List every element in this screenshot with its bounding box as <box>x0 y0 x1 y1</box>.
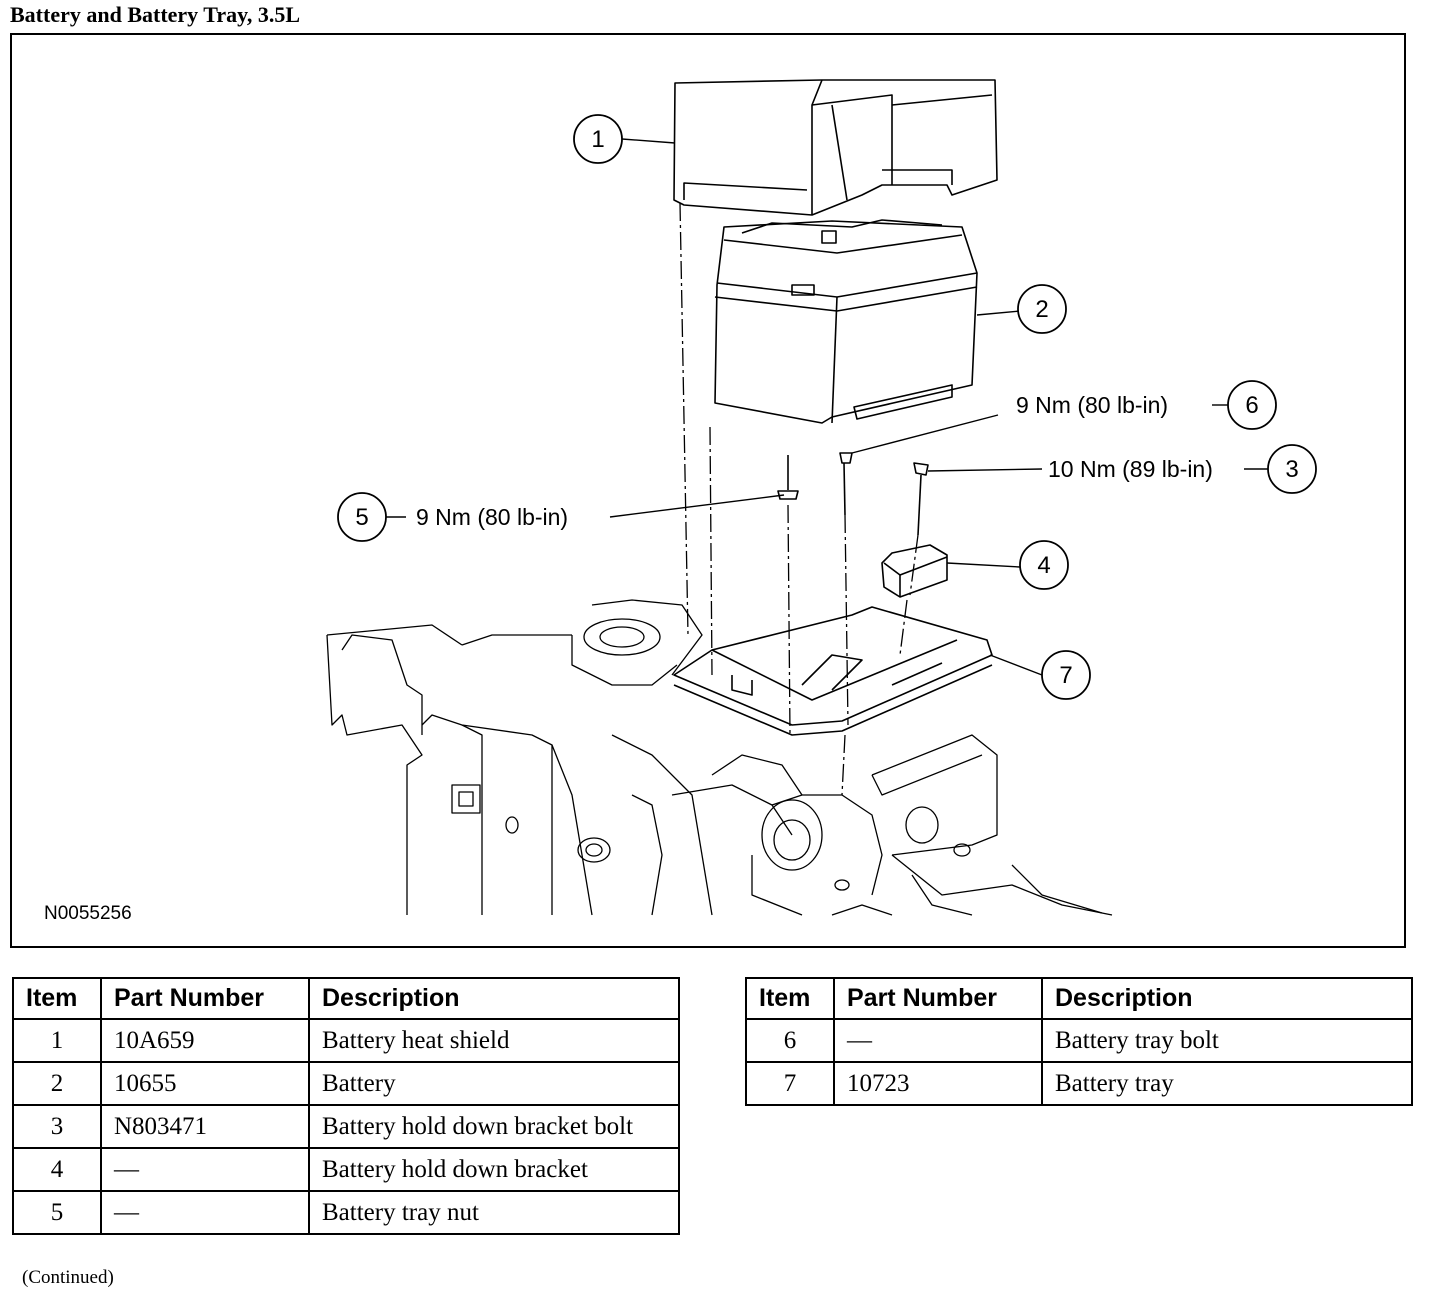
svg-text:1: 1 <box>591 126 604 153</box>
header-part-number: Part Number <box>833 977 1043 1020</box>
header-description: Description <box>308 977 680 1020</box>
item-cell: 5 <box>12 1190 102 1235</box>
callout-1: 1 <box>573 114 623 164</box>
item-cell: 3 <box>12 1104 102 1149</box>
part-number-cell: — <box>100 1147 310 1192</box>
part-number-cell: — <box>833 1018 1043 1063</box>
description-cell: Battery heat shield <box>308 1018 680 1063</box>
description-cell: Battery hold down bracket bolt <box>308 1104 680 1149</box>
header-part-number: Part Number <box>100 977 310 1020</box>
alignment-lines <box>679 202 919 796</box>
item-cell: 4 <box>12 1147 102 1192</box>
parts-table-right: Item Part Number Description 6 — Battery… <box>745 977 1413 1106</box>
svg-text:7: 7 <box>1059 662 1072 689</box>
part-number-cell: N803471 <box>100 1104 310 1149</box>
item-cell: 6 <box>745 1018 835 1063</box>
battery-drawing <box>714 219 978 424</box>
description-cell: Battery tray <box>1041 1061 1413 1106</box>
table-row: 1 10A659 Battery heat shield <box>12 1018 680 1063</box>
svg-text:2: 2 <box>1035 296 1048 323</box>
svg-text:4: 4 <box>1037 552 1050 579</box>
svg-text:5: 5 <box>355 504 368 531</box>
parts-table-left: Item Part Number Description 1 10A659 Ba… <box>12 977 680 1235</box>
callout-2: 2 <box>1017 284 1067 334</box>
table-header-row: Item Part Number Description <box>12 977 680 1020</box>
description-cell: Battery tray bolt <box>1041 1018 1413 1063</box>
table-row: 4 — Battery hold down bracket <box>12 1147 680 1192</box>
callout-5-torque: 9 Nm (80 lb-in) <box>416 504 568 530</box>
callout-3: 3 10 Nm (89 lb-in) <box>1048 444 1317 494</box>
part-number-cell: 10A659 <box>100 1018 310 1063</box>
item-cell: 7 <box>745 1061 835 1106</box>
table-header-row: Item Part Number Description <box>745 977 1413 1020</box>
part-number-cell: 10655 <box>100 1061 310 1106</box>
hold-down-bracket-drawing <box>881 544 948 598</box>
table-row: 6 — Battery tray bolt <box>745 1018 1413 1063</box>
header-item: Item <box>12 977 102 1020</box>
svg-text:3: 3 <box>1285 456 1298 483</box>
callout-7: 7 <box>1041 650 1091 700</box>
callout-6: 6 9 Nm (80 lb-in) <box>1016 380 1277 430</box>
table-row: 7 10723 Battery tray <box>745 1061 1413 1106</box>
table-row: 5 — Battery tray nut <box>12 1190 680 1235</box>
figure-id: N0055256 <box>44 903 132 924</box>
tray-nut-drawing <box>777 455 799 500</box>
header-description: Description <box>1041 977 1413 1020</box>
battery-heat-shield-drawing <box>673 79 998 216</box>
callout-leaders <box>386 138 1268 676</box>
continued-note: (Continued) <box>22 1267 114 1288</box>
callout-4: 4 <box>1019 540 1069 590</box>
hold-down-bolt-drawing <box>913 462 929 536</box>
page-title: Battery and Battery Tray, 3.5L <box>10 2 301 27</box>
table-row: 3 N803471 Battery hold down bracket bolt <box>12 1104 680 1149</box>
description-cell: Battery tray nut <box>308 1190 680 1235</box>
callout-3-torque: 10 Nm (89 lb-in) <box>1048 456 1213 482</box>
battery-tray-drawing <box>673 606 993 736</box>
vehicle-body-structure <box>326 599 1113 916</box>
header-item: Item <box>745 977 835 1020</box>
callout-6-torque: 9 Nm (80 lb-in) <box>1016 392 1168 418</box>
item-cell: 2 <box>12 1061 102 1106</box>
part-number-cell: 10723 <box>833 1061 1043 1106</box>
part-number-cell: — <box>100 1190 310 1235</box>
description-cell: Battery hold down bracket <box>308 1147 680 1192</box>
table-row: 2 10655 Battery <box>12 1061 680 1106</box>
svg-text:6: 6 <box>1245 392 1258 419</box>
exploded-view-figure: 1 2 3 10 Nm (89 lb-in) 4 5 9 Nm (80 lb-i… <box>10 33 1406 948</box>
callout-5: 5 9 Nm (80 lb-in) <box>337 492 568 542</box>
description-cell: Battery <box>308 1061 680 1106</box>
tray-bolt-drawing <box>839 452 853 516</box>
item-cell: 1 <box>12 1018 102 1063</box>
